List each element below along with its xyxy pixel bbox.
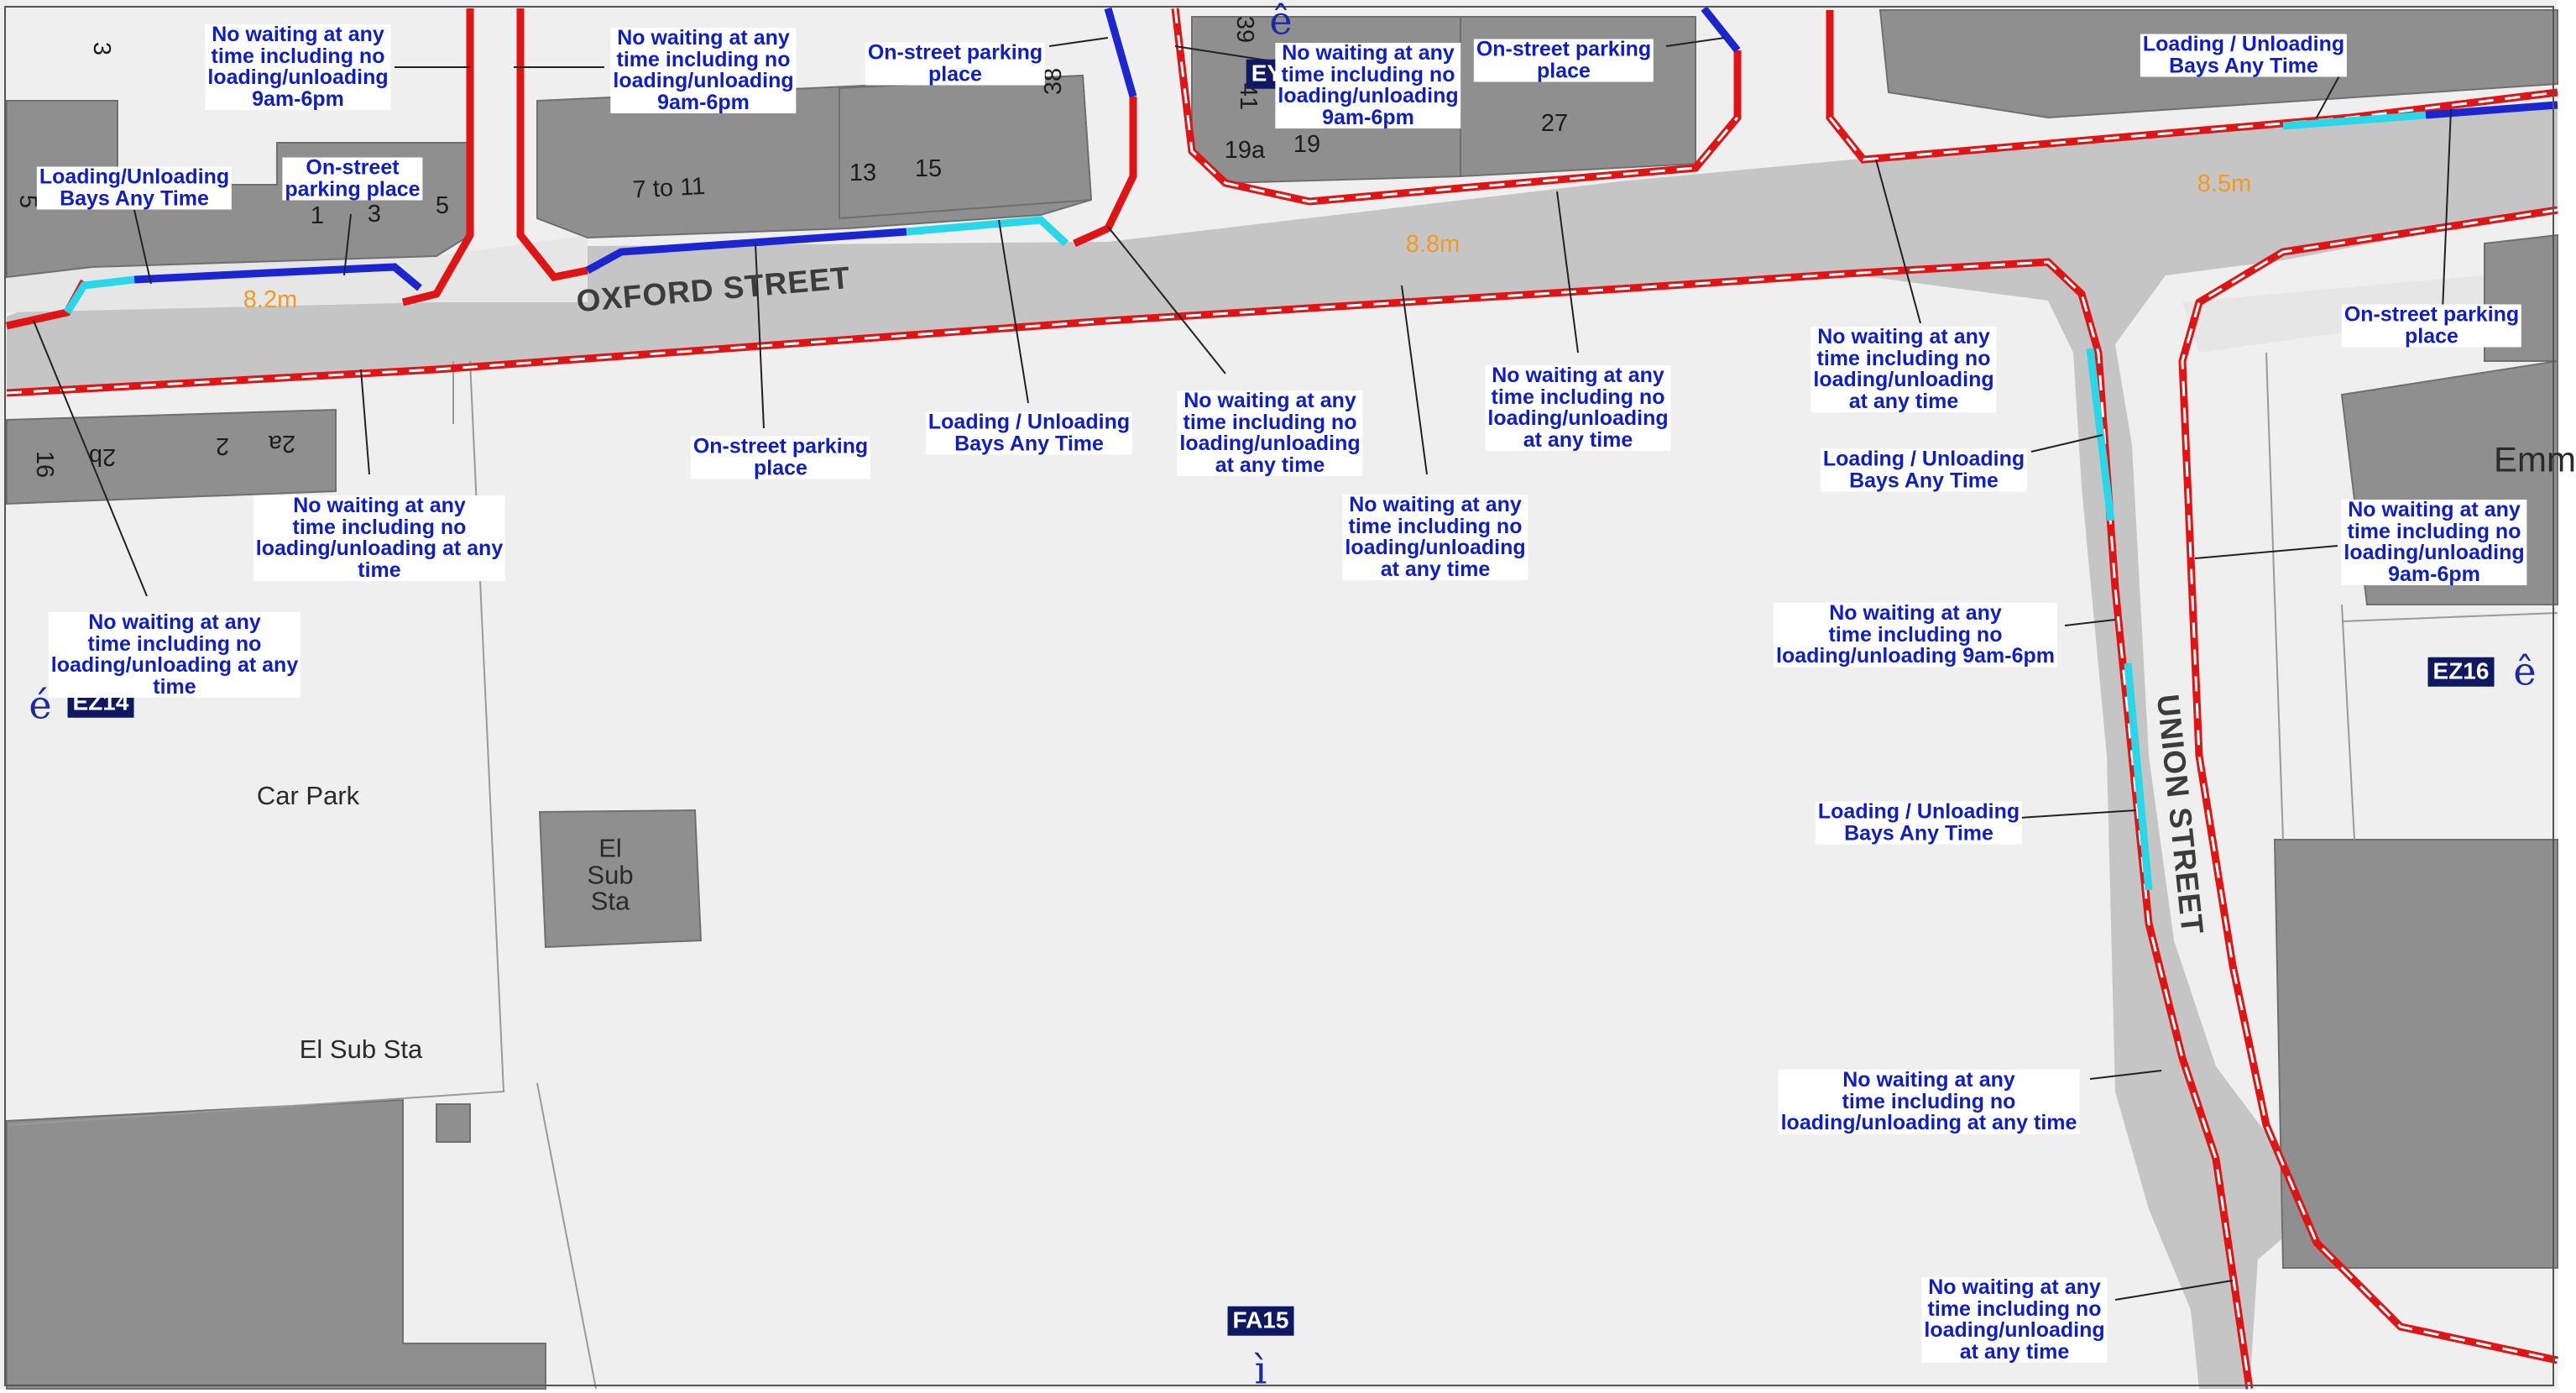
- house-number: 2: [215, 432, 230, 459]
- house-number: 5: [13, 194, 41, 209]
- restriction-note: On-street parking place: [1473, 39, 1654, 82]
- bays: [64, 6, 2558, 891]
- house-number: 16: [30, 450, 58, 479]
- el-sub-sta-label: El Sub Sta: [299, 1034, 423, 1065]
- emm-label: Emm: [2494, 439, 2576, 479]
- road-width-oxford-mid: 8.8m: [1405, 231, 1460, 259]
- parking-bay: [133, 263, 422, 291]
- grid-ref-fa15[interactable]: FA15: [1227, 1306, 1294, 1336]
- sheet-arrow-icon[interactable]: é: [29, 682, 52, 728]
- restriction-note: On-street parking place: [2341, 304, 2522, 348]
- car-park-label: Car Park: [256, 781, 360, 811]
- house-number: 27: [1540, 110, 1569, 138]
- loading-bay: [2282, 111, 2427, 130]
- restriction-note: No waiting at any time including no load…: [1485, 364, 1671, 451]
- house-number: 15: [914, 155, 943, 183]
- house-number: 3: [87, 41, 115, 56]
- restriction-note: No waiting at any time including no load…: [1342, 494, 1528, 580]
- grid-ref-ez16[interactable]: EZ16: [2427, 657, 2495, 687]
- house-number: 2b: [88, 443, 117, 470]
- loading-bay: [2124, 662, 2153, 891]
- restriction-note: No waiting at any time including no load…: [1177, 390, 1363, 476]
- house-number: 1: [310, 202, 325, 230]
- carriageway: [7, 101, 2558, 1389]
- parking-bay: [1701, 6, 1741, 53]
- union-street-label: UNION STREET: [2150, 692, 2210, 937]
- restriction-note: No waiting at any time including no load…: [610, 27, 797, 113]
- el-sub-sta-block-label: El Sub Sta: [587, 833, 634, 916]
- sheet-arrow-icon[interactable]: ê: [1269, 0, 1293, 44]
- road-width-oxford-east: 8.5m: [2197, 170, 2252, 198]
- restriction-note: On-street parking place: [690, 436, 871, 479]
- property-lines: [8, 352, 2558, 1390]
- parking-bay: [585, 228, 907, 274]
- house-number: 39: [1231, 15, 1258, 44]
- oxford-street-label: OXFORD STREET: [575, 259, 852, 319]
- restriction-note: No waiting at any time including no load…: [1778, 1069, 2080, 1134]
- restriction-note: On-street parking place: [282, 157, 423, 201]
- restriction-note: No waiting at any time including no load…: [48, 611, 301, 698]
- house-number: 13: [849, 160, 877, 187]
- house-number: 38: [1040, 67, 1068, 96]
- restriction-note: No waiting at any time including no load…: [1921, 1276, 2108, 1363]
- restriction-note: Loading / Unloading Bays Any Time: [925, 411, 1133, 455]
- house-number: 5: [435, 192, 450, 220]
- restriction-note: No waiting at any time including no load…: [1811, 326, 1997, 412]
- house-number: 2a: [268, 429, 296, 457]
- restriction-note: No waiting at any time including no load…: [2341, 499, 2527, 585]
- restriction-note: Loading / Unloading Bays Any Time: [1820, 448, 2028, 492]
- loading-bay: [64, 275, 135, 315]
- parking-bay: [2425, 101, 2558, 119]
- restriction-note: No waiting at any time including no load…: [1275, 42, 1461, 128]
- sheet-arrow-icon[interactable]: ì: [1254, 1347, 1267, 1393]
- loading-bay: [2086, 348, 2115, 521]
- house-number: 7 to 11: [631, 172, 707, 204]
- house-number: 3: [367, 201, 382, 228]
- restriction-note: Loading / Unloading Bays Any Time: [1815, 801, 2023, 845]
- road-width-oxford-west: 8.2m: [243, 286, 298, 314]
- leader-lines: [33, 37, 2452, 1301]
- house-number: 19a: [1224, 137, 1266, 165]
- parking-bay: [1104, 7, 1137, 98]
- map-frame: [4, 6, 2554, 1386]
- house-number: 19: [1293, 131, 1321, 159]
- restriction-note: Loading / Unloading Bays Any Time: [2140, 34, 2348, 77]
- restriction-note: Loading/Unloading Bays Any Time: [36, 166, 233, 210]
- restriction-note: No waiting at any time including no load…: [205, 24, 391, 110]
- loading-bay: [906, 216, 1069, 247]
- restriction-note: On-street parking place: [865, 42, 1046, 86]
- restriction-note: No waiting at any time including no load…: [1774, 602, 2057, 668]
- sheet-arrow-icon[interactable]: ê: [2513, 648, 2537, 694]
- restriction-note: No waiting at any time including no load…: [253, 495, 506, 581]
